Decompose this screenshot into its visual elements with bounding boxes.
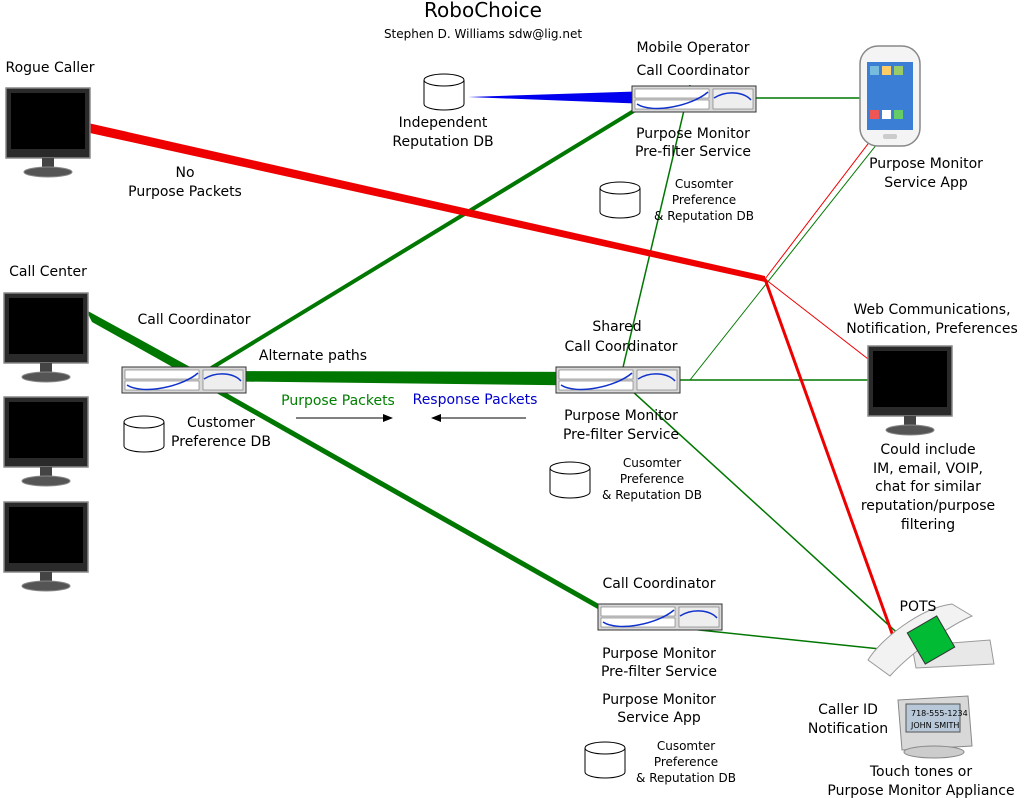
alternate-path-mobile <box>193 96 657 380</box>
svg-text:Pre-filter Service: Pre-filter Service <box>563 427 679 443</box>
svg-text:Purpose Monitor: Purpose Monitor <box>602 646 716 662</box>
left-call-coordinator <box>121 366 247 394</box>
svg-text:filtering: filtering <box>901 517 955 533</box>
svg-text:IM, email, VOIP,: IM, email, VOIP, <box>873 461 983 477</box>
shared-customer-db <box>549 461 591 499</box>
call-center-monitor-2 <box>3 396 89 487</box>
svg-text:Cusomter: Cusomter <box>657 739 715 753</box>
callerid-name: JOHN SMITH <box>910 721 959 730</box>
call-center-monitor-1 <box>3 292 89 383</box>
svg-text:Call Coordinator: Call Coordinator <box>564 339 677 355</box>
svg-text:Web Communications,: Web Communications, <box>853 302 1010 318</box>
caller-id-box-icon: 718-555-1234 JOHN SMITH <box>897 695 973 759</box>
web-monitor <box>867 345 953 436</box>
svg-text:Purpose Packets: Purpose Packets <box>281 393 395 409</box>
svg-text:Call Coordinator: Call Coordinator <box>137 312 250 328</box>
call-center-path <box>86 310 203 384</box>
svg-text:Independent: Independent <box>399 115 488 131</box>
svg-text:Preference: Preference <box>620 472 684 486</box>
svg-text:POTS: POTS <box>900 599 937 615</box>
svg-text:Customer: Customer <box>187 415 255 431</box>
rogue-caller-label: Rogue Caller <box>6 60 95 76</box>
mobile-customer-db <box>599 181 641 219</box>
alternate-path-shared <box>195 371 625 386</box>
connection-lines <box>86 84 909 651</box>
svg-text:Call Coordinator: Call Coordinator <box>636 63 749 79</box>
diagram-title: RoboChoice <box>424 0 542 22</box>
reputation-feed-wedge <box>468 91 650 104</box>
smartphone-icon <box>859 45 921 147</box>
labels: RoboChoice Stephen D. Williams sdw@lig.n… <box>6 0 1018 798</box>
rogue-caller-monitor <box>5 87 91 178</box>
svg-text:Alternate paths: Alternate paths <box>259 348 367 364</box>
call-center-monitor-3 <box>3 501 89 592</box>
call-center-label: Call Center <box>9 264 87 280</box>
svg-text:& Reputation DB: & Reputation DB <box>654 209 754 223</box>
svg-text:Cusomter: Cusomter <box>675 177 733 191</box>
svg-text:Notification, Preferences: Notification, Preferences <box>846 321 1018 337</box>
svg-text:Pre-filter Service: Pre-filter Service <box>601 664 717 680</box>
svg-text:Purpose Monitor: Purpose Monitor <box>602 692 716 708</box>
svg-text:Notification: Notification <box>808 721 888 737</box>
svg-text:Response Packets: Response Packets <box>413 392 538 408</box>
shared-call-coordinator <box>555 366 681 394</box>
svg-text:Shared: Shared <box>592 319 641 335</box>
svg-text:& Reputation DB: & Reputation DB <box>636 771 736 785</box>
svg-text:reputation/purpose: reputation/purpose <box>861 498 995 514</box>
svg-text:Purpose Monitor: Purpose Monitor <box>636 126 750 142</box>
svg-text:No: No <box>175 165 194 181</box>
svg-text:& Reputation DB: & Reputation DB <box>602 488 702 502</box>
callerid-number: 718-555-1234 <box>911 709 968 718</box>
svg-text:Could include: Could include <box>880 442 975 458</box>
svg-text:Purpose Monitor Appliance: Purpose Monitor Appliance <box>827 783 1014 798</box>
svg-text:Cusomter: Cusomter <box>623 456 681 470</box>
svg-text:Purpose Monitor: Purpose Monitor <box>564 408 678 424</box>
svg-text:Touch tones or: Touch tones or <box>869 764 972 780</box>
mobile-call-coordinator <box>631 85 757 113</box>
pots-phone-icon <box>867 603 995 677</box>
alternate-path-bottom <box>193 375 610 615</box>
svg-text:Purpose Packets: Purpose Packets <box>128 184 242 200</box>
svg-text:Service App: Service App <box>884 175 968 191</box>
author-line: Stephen D. Williams sdw@lig.net <box>384 27 582 41</box>
svg-text:chat for similar: chat for similar <box>875 479 981 495</box>
rogue-caller-path <box>88 123 765 282</box>
left-customer-db <box>123 415 165 453</box>
bottom-customer-db <box>584 741 626 779</box>
bottom-call-coordinator <box>597 603 723 631</box>
svg-text:Preference DB: Preference DB <box>171 434 271 450</box>
svg-text:Call Coordinator: Call Coordinator <box>602 576 715 592</box>
svg-text:Pre-filter Service: Pre-filter Service <box>635 144 751 160</box>
svg-text:Mobile Operator: Mobile Operator <box>636 40 749 56</box>
svg-text:Caller ID: Caller ID <box>818 702 878 718</box>
svg-text:Preference: Preference <box>672 193 736 207</box>
svg-text:Purpose Monitor: Purpose Monitor <box>869 156 983 172</box>
independent-reputation-db <box>423 73 465 111</box>
svg-text:Reputation DB: Reputation DB <box>392 134 493 150</box>
svg-text:Preference: Preference <box>654 755 718 769</box>
svg-text:Service App: Service App <box>617 710 701 726</box>
